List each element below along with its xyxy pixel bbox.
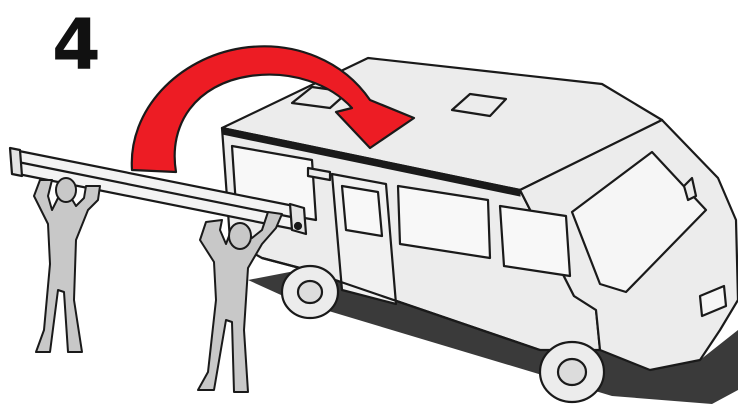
door-window — [342, 186, 382, 236]
installer-left-head — [56, 178, 76, 202]
awning-end-cap-left — [10, 148, 22, 176]
front-wheel-hub — [558, 359, 586, 385]
awning-end-bolt — [295, 223, 301, 229]
rear-wheel-hub — [298, 281, 322, 303]
installer-right-head — [229, 223, 251, 249]
installer-left-body — [34, 180, 100, 352]
installer-left — [34, 178, 100, 352]
side-window-front — [500, 206, 570, 276]
